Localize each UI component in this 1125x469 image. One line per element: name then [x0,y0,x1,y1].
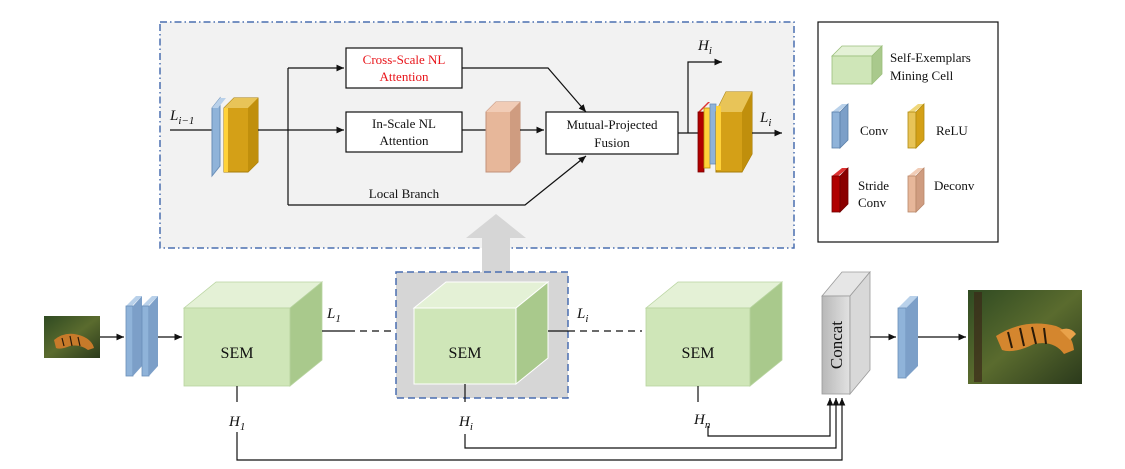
legend-deconv-swatch [907,167,925,213]
legend-sem-line2: Mining Cell [890,68,954,83]
local-branch-label: Local Branch [369,186,440,201]
module-panel-border [159,21,795,249]
li-label: Li [576,306,588,325]
l1-label: L1 [326,306,341,325]
head-conv-layers [125,296,158,377]
sem-cube-1 [182,281,324,387]
in-scale-line2: Attention [379,133,429,148]
in-scale-line1: In-Scale NL [372,116,436,131]
legend-deconv-label: Deconv [934,178,975,193]
fusion-line2: Fusion [594,135,630,150]
fusion-box [545,111,679,155]
fusion-line1: Mutual-Projected [567,117,658,132]
output-layer-stack [697,91,753,173]
deconv-layer [485,101,521,173]
concat-block [821,270,871,396]
legend-sem-line1: Self-Exemplars [890,50,971,65]
legend-conv-swatch [831,103,849,149]
h1-label: H1 [228,414,245,433]
concat-label: Concat [827,321,846,369]
cross-scale-line2: Attention [379,69,429,84]
legend-stride-conv-swatch [831,167,849,213]
legend-relu-label: ReLU [936,123,968,138]
input-conv-relu-layers [211,96,259,178]
legend-stride-line1: Stride [858,178,889,193]
legend-relu-swatch [907,103,925,149]
h-out-label: Hi [697,38,712,57]
sem-2-label: SEM [449,345,482,362]
cross-scale-line1: Cross-Scale NL [363,52,446,67]
sem-1-label: SEM [221,345,254,362]
sem-cube-3 [644,281,784,387]
input-label: Li−1 [169,108,194,127]
hn-label: Hn [693,412,711,431]
hi-label: Hi [458,414,473,433]
scale-aware-module-panel: Li−1 Cross-Scale NL Attention In-Scale N… [159,21,795,249]
legend-conv-label: Conv [860,123,889,138]
sem-3-label: SEM [682,345,715,362]
in-scale-attention-box [345,111,463,153]
sem-cube-2 [412,280,550,386]
input-image [44,316,100,358]
legend: Self-Exemplars Mining Cell Conv ReLU Str… [817,21,999,243]
zoom-up-arrow [466,214,526,272]
legend-sem-swatch [831,45,883,85]
output-image [968,290,1082,384]
legend-stride-line2: Conv [858,195,887,210]
l-out-label: Li [759,110,771,129]
tail-conv-layer [897,296,918,379]
